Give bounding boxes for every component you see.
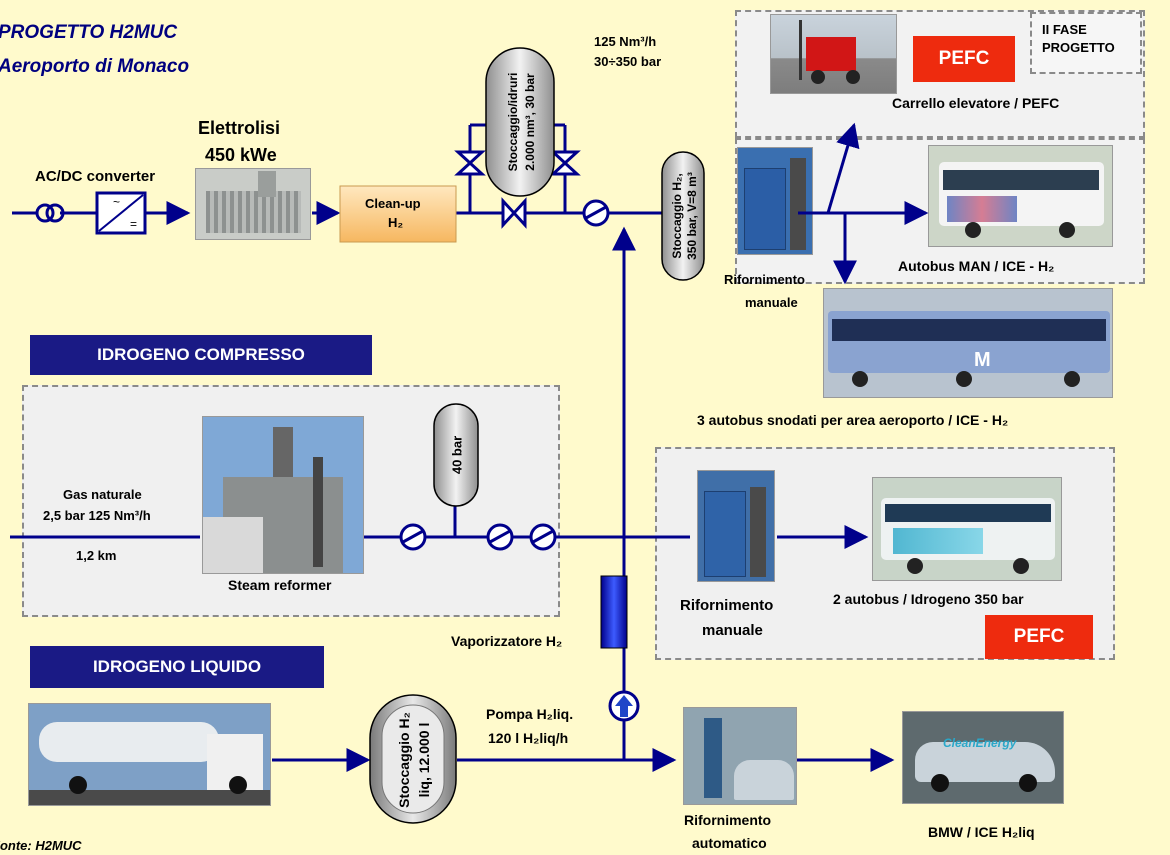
bmw-photo: CleanEnergy (902, 711, 1064, 804)
electrolysis-line2: 450 kWe (205, 145, 277, 165)
refuel-auto-line1: Rifornimento (684, 812, 772, 828)
storage-liq-line1: Stoccaggio H₂ (396, 712, 412, 808)
bar40-label: 40 bar (449, 435, 465, 475)
articulated-bus-photo: M (823, 288, 1113, 398)
electrolysis-line1: Elettrolisi (198, 118, 281, 138)
svg-text:~: ~ (113, 195, 120, 209)
refuel-station-mid-photo (697, 470, 775, 582)
steam-reformer-label: Steam reformer (228, 577, 332, 593)
phase-line1: II FASE (1042, 22, 1087, 37)
gas-line3: 1,2 km (76, 548, 117, 563)
liquid-header: IDROGENO LIQUIDO (30, 646, 324, 688)
forklift-photo (770, 14, 897, 94)
gas-line1: Gas naturale (63, 487, 142, 502)
storage-h2-line1: Stoccaggio H₂, (670, 173, 684, 259)
two-bus-photo (872, 477, 1062, 581)
forklift-label: Carrello elevatore / PEFC (892, 95, 1060, 111)
cleanup-line1: Clean-up (365, 196, 421, 211)
flow-top-line1: 125 Nm³/h (594, 34, 657, 49)
pefc-badge-bottom: PEFC (985, 615, 1093, 659)
phase2-label-box (1030, 12, 1142, 74)
articulated-label: 3 autobus snodati per area aeroporto / I… (697, 412, 1009, 428)
man-bus-photo (928, 145, 1113, 247)
refuel-auto-line2: automatico (692, 835, 767, 851)
two-bus-label: 2 autobus / Idrogeno 350 bar (833, 591, 1024, 607)
refuel-mid-line1: Rifornimento (680, 597, 774, 614)
vaporizer-label: Vaporizzatore H₂ (451, 633, 563, 649)
title-line2: Aeroporto di Monaco (0, 56, 190, 77)
flow-top-line2: 30÷350 bar (594, 54, 662, 69)
storage-liq-line2: liq, 12.000 l (416, 722, 432, 798)
phase-line2: PROGETTO (1042, 40, 1115, 55)
refuel-mid-line2: manuale (702, 622, 763, 639)
svg-text:=: = (130, 217, 137, 231)
bmw-label: BMW / ICE H₂liq (928, 824, 1035, 840)
electrolyser-photo (195, 168, 311, 240)
refuel-station-top-photo (737, 147, 813, 255)
converter-label: AC/DC converter (35, 168, 156, 185)
refuel-top-line1: Rifornimento (724, 272, 805, 287)
storage-h2-line2: 350 bar, V=8 m³ (685, 172, 699, 260)
gas-line2: 2,5 bar 125 Nm³/h (43, 508, 151, 523)
source-label: Fonte: H2MUC (0, 838, 82, 853)
storage-hydrides-line2: 2.000 nm³, 30 bar (523, 73, 537, 171)
cleanup-line2: H₂ (388, 215, 404, 230)
truck-photo (28, 703, 271, 806)
refuel-top-line2: manuale (745, 295, 798, 310)
storage-hydrides-line1: Stoccaggio/idruri (506, 72, 520, 172)
compressed-header: IDROGENO COMPRESSO (30, 335, 372, 375)
title-line1: PROGETTO H2MUC (0, 22, 178, 43)
refuel-auto-photo (683, 707, 797, 805)
steam-reformer-photo (202, 416, 364, 574)
pump-line1: Pompa H₂liq. (486, 706, 574, 722)
pump-line2: 120 l H₂liq/h (488, 730, 569, 746)
pefc-badge-top: PEFC (913, 36, 1015, 82)
bus-man-label: Autobus MAN / ICE - H₂ (898, 258, 1055, 274)
